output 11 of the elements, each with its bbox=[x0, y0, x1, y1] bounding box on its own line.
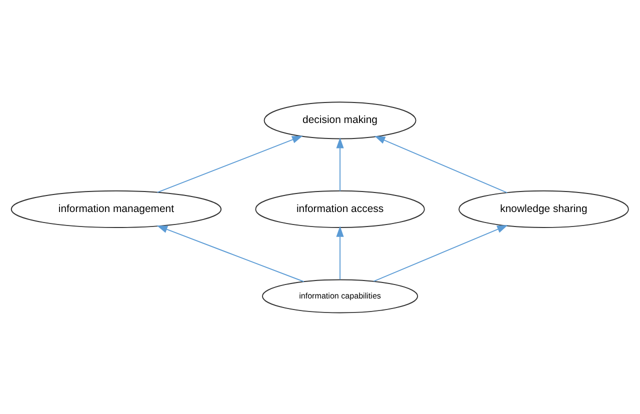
node-ellipse: decision making bbox=[264, 101, 416, 139]
node-ellipse: knowledge sharing bbox=[458, 190, 629, 228]
arrow bbox=[336, 226, 344, 280]
arrow bbox=[373, 224, 508, 282]
node-ellipse: information capabilities bbox=[262, 278, 418, 313]
arrow bbox=[374, 135, 508, 193]
arrow bbox=[156, 135, 303, 192]
node-ellipse: information management bbox=[10, 190, 222, 228]
node-ellipse: information access bbox=[255, 190, 425, 228]
arrow bbox=[336, 136, 344, 191]
arrow bbox=[156, 224, 304, 282]
